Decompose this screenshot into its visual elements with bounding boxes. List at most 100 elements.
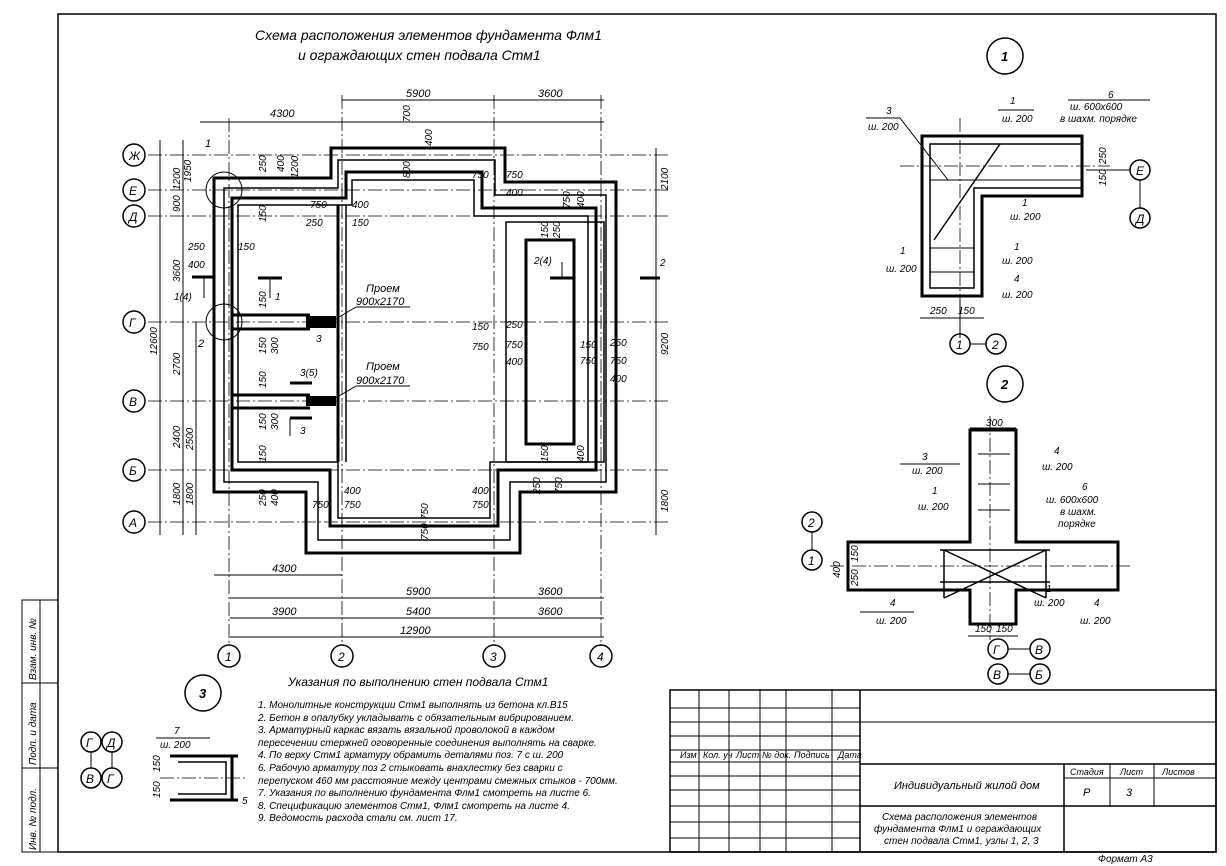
- mark-3-sec: 3: [300, 426, 306, 437]
- note-line: пересечении стержней оговоренные соедине…: [258, 737, 597, 749]
- svg-text:1: 1: [956, 338, 963, 352]
- tb-col-doc: № док.: [762, 750, 791, 760]
- svg-text:1200: 1200: [290, 155, 301, 178]
- svg-text:750: 750: [506, 340, 523, 351]
- svg-text:ш. 200: ш. 200: [1034, 598, 1065, 609]
- dim-left-3600: 3600: [172, 259, 183, 282]
- opening-2-size: 900х2170: [356, 375, 405, 387]
- plan-walls: [212, 146, 618, 555]
- svg-text:300: 300: [986, 418, 1003, 429]
- svg-text:1: 1: [900, 246, 906, 257]
- svg-text:ш. 200: ш. 200: [1010, 212, 1041, 223]
- svg-text:ш. 200: ш. 200: [868, 122, 899, 133]
- axis-marker-a: А: [122, 510, 146, 534]
- svg-text:В: В: [86, 772, 94, 786]
- axis-marker-3: 3: [482, 644, 506, 668]
- svg-text:2: 2: [1000, 377, 1009, 392]
- svg-text:750: 750: [580, 356, 597, 367]
- svg-text:1: 1: [1001, 49, 1008, 64]
- tb-stage-label: Стадия: [1070, 767, 1104, 777]
- svg-text:250: 250: [929, 306, 947, 317]
- axis-marker-e: Е: [122, 178, 146, 202]
- opening-1-label: Проем: [366, 283, 400, 295]
- svg-text:1: 1: [225, 650, 232, 664]
- plan-dim-texts: 4300 5900 3600 4300 5900 3600 3900 5400 …: [149, 88, 671, 637]
- dim-bot-4300: 4300: [272, 563, 297, 575]
- svg-text:ш. 200: ш. 200: [886, 264, 917, 275]
- svg-text:750: 750: [420, 503, 431, 520]
- svg-text:400: 400: [352, 200, 369, 211]
- svg-text:ш. 200: ш. 200: [1002, 256, 1033, 267]
- svg-text:400: 400: [610, 374, 627, 385]
- svg-text:250: 250: [552, 221, 563, 239]
- node-3: 3 Г Д В Г 7 ш. 200 5 150 150: [80, 674, 248, 807]
- svg-text:Г: Г: [107, 772, 115, 786]
- note-line: 2. Бетон в опалубку укладывать с обязате…: [258, 712, 574, 724]
- svg-text:250: 250: [187, 242, 205, 253]
- svg-text:Д: Д: [105, 736, 116, 750]
- dim-left-2500: 2500: [185, 427, 196, 451]
- tb-title-1: Схема расположения элементов: [882, 812, 1037, 823]
- note-line: 7. Указания по выполнению фундамента Флм…: [258, 788, 591, 800]
- axis-marker-2: 2: [330, 644, 354, 668]
- opening-2-label: Проем: [366, 361, 400, 373]
- svg-text:Г: Г: [129, 316, 137, 330]
- svg-text:150: 150: [472, 322, 489, 333]
- svg-text:ш. 200: ш. 200: [912, 466, 943, 477]
- dim-bot-5400: 5400: [406, 606, 431, 618]
- svg-text:7: 7: [174, 726, 180, 737]
- svg-text:750: 750: [554, 477, 565, 494]
- svg-text:150: 150: [850, 545, 861, 562]
- tb-stage: Р: [1083, 787, 1091, 799]
- svg-text:150: 150: [1098, 169, 1109, 186]
- mark-2-4: 2(4): [533, 256, 552, 267]
- format-label: Формат А3: [1098, 854, 1153, 865]
- svg-text:4: 4: [1054, 446, 1060, 457]
- svg-text:4: 4: [1014, 274, 1020, 285]
- svg-text:1: 1: [808, 554, 815, 568]
- svg-text:400: 400: [506, 357, 523, 368]
- plan-row-markers: Ж Е Д Г В Б А: [122, 143, 146, 534]
- svg-text:Ж: Ж: [128, 149, 141, 163]
- tb-title-3: стен подвала Стм1, узлы 1, 2, 3: [884, 836, 1039, 847]
- svg-text:150: 150: [540, 445, 551, 462]
- svg-text:250: 250: [609, 338, 627, 349]
- svg-text:150: 150: [238, 242, 255, 253]
- dim-bot-3600a: 3600: [538, 586, 563, 598]
- plan-title-line1: Схема расположения элементов фундамента …: [255, 27, 602, 43]
- note-line: 4. По верху Стм1 арматуру обрамить детал…: [258, 750, 564, 762]
- svg-text:ш. 200: ш. 200: [876, 616, 907, 627]
- svg-text:2: 2: [337, 650, 345, 664]
- svg-text:Е: Е: [1136, 164, 1145, 178]
- dim-right-2100: 2100: [660, 167, 671, 191]
- dim-bot-12900: 12900: [400, 625, 431, 637]
- svg-text:В: В: [1035, 643, 1043, 657]
- plan-col-markers: 1 2 3 4: [217, 644, 613, 668]
- svg-text:750: 750: [610, 356, 627, 367]
- plan-section-marks: [192, 171, 660, 436]
- svg-text:150: 150: [540, 221, 551, 238]
- svg-text:750: 750: [310, 200, 327, 211]
- svg-text:700: 700: [402, 105, 413, 122]
- side-stamp-2: Подп. и дата: [28, 702, 39, 765]
- dim-left-1800: 1800: [172, 482, 183, 505]
- svg-text:400: 400: [832, 561, 843, 578]
- tb-col-izm: Изм: [680, 750, 697, 760]
- svg-text:Г: Г: [993, 643, 1001, 657]
- svg-text:150: 150: [580, 340, 597, 351]
- svg-text:1: 1: [932, 486, 938, 497]
- svg-text:250: 250: [850, 569, 861, 587]
- svg-text:150: 150: [258, 205, 269, 222]
- dim-top-3600: 3600: [538, 88, 563, 100]
- axis-marker-g: Г: [122, 310, 146, 334]
- dim-left-12600: 12600: [149, 327, 160, 355]
- dim-right-1800: 1800: [660, 489, 671, 512]
- node-1: 1 1 2 Е Д 3 ш. 200 1 ш. 200 6 ш. 600х600…: [866, 37, 1151, 355]
- dim-right-9200: 9200: [660, 332, 671, 355]
- svg-text:6: 6: [1108, 90, 1114, 101]
- svg-text:В: В: [993, 668, 1001, 682]
- svg-text:150: 150: [258, 337, 269, 354]
- mark-1-node: 1: [205, 138, 211, 150]
- svg-text:300: 300: [270, 413, 281, 430]
